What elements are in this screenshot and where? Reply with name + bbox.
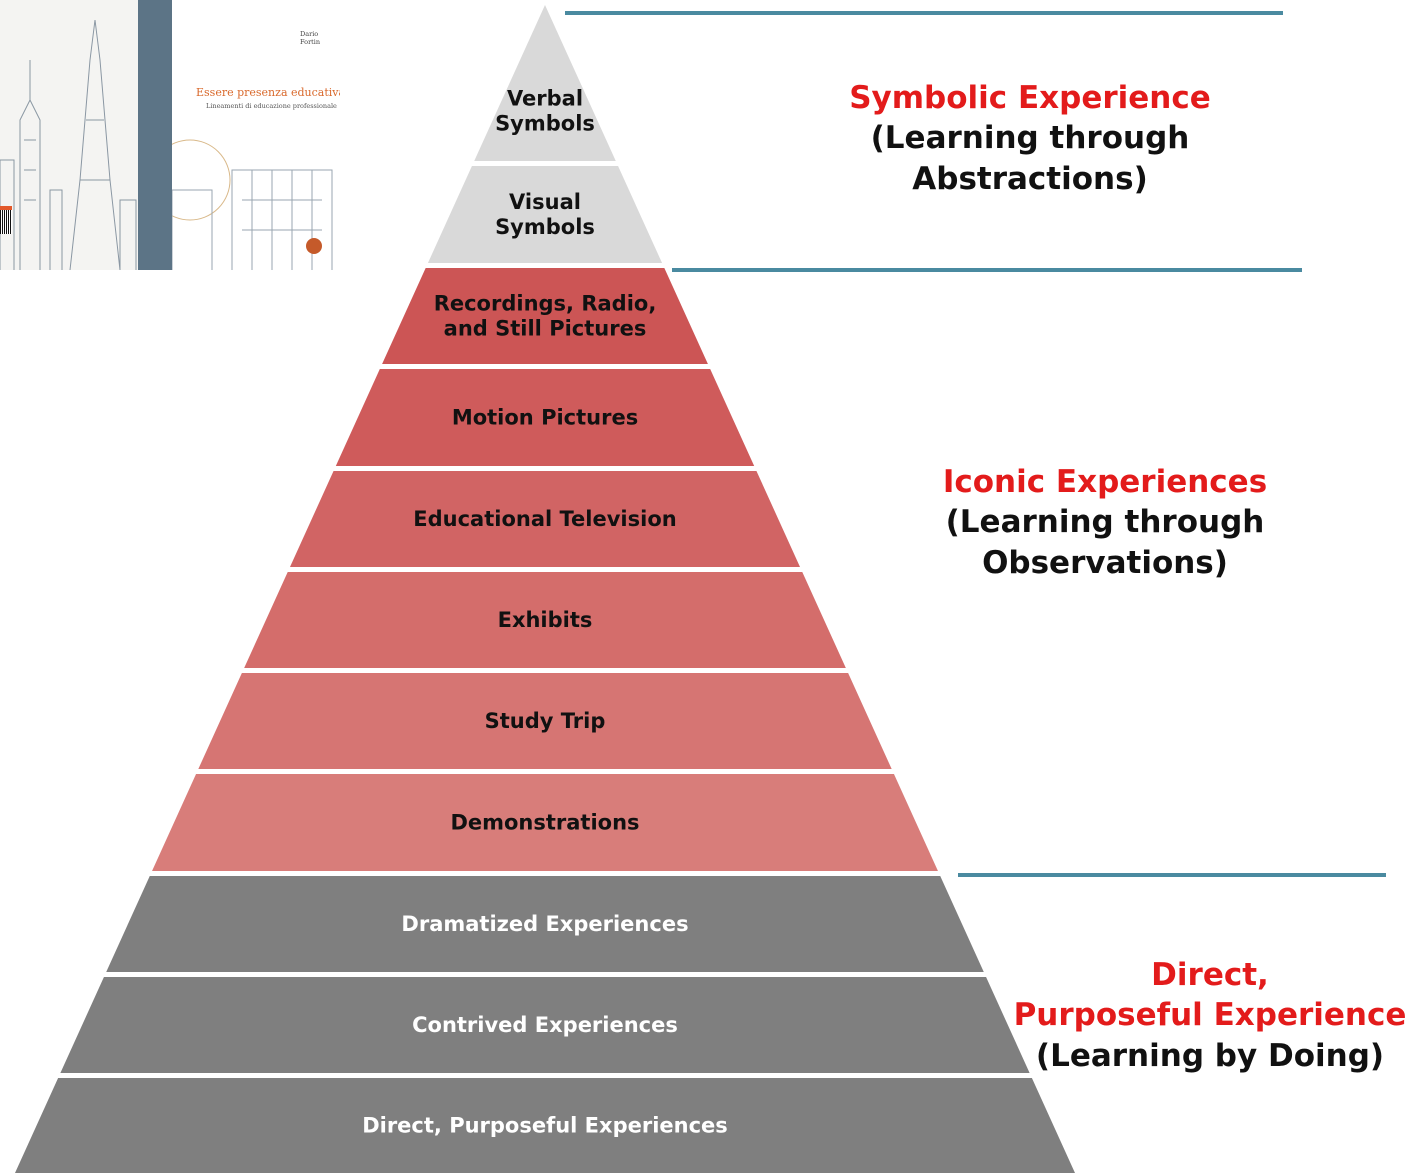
book-title: Essere presenza educativa <box>196 86 340 99</box>
section-symbolic-line-2: Abstractions) <box>912 160 1148 197</box>
book-author: Dario Fortin <box>300 30 321 46</box>
pyramid-layer-2-label-line-1: Visual <box>509 190 581 214</box>
pyramid-layer-10-label-line-1: Contrived Experiences <box>412 1013 678 1037</box>
section-direct-heading-2: Purposeful Experience <box>1013 997 1407 1034</box>
pyramid-layer-3 <box>382 268 708 364</box>
pyramid-layer-5-label-line-1: Educational Television <box>413 507 676 531</box>
section-symbolic-heading: Symbolic Experience <box>849 80 1211 116</box>
pyramid-layer-7-label: Study Trip <box>485 709 606 733</box>
section-direct-heading-1: Direct, <box>1151 957 1269 993</box>
pyramid-layer-7-label-line-1: Study Trip <box>485 709 606 733</box>
pyramid-layer-5 <box>289 471 801 567</box>
pyramid-layer-3-label-line-1: Recordings, Radio, <box>434 292 657 316</box>
pyramid-layer-4 <box>335 369 755 466</box>
book-cover-image: Dario Fortin Essere presenza educativa L… <box>0 0 340 270</box>
barcode <box>0 210 12 234</box>
pyramid-layer-1-label-line-2: Symbols <box>495 112 595 136</box>
pyramid-layer-6 <box>244 572 846 668</box>
pyramid-layer-1 <box>474 5 616 161</box>
pyramid-layer-2 <box>427 166 663 263</box>
pyramid-layer-8-label-line-1: Demonstrations <box>450 811 639 835</box>
pyramid-layer-10-label: Contrived Experiences <box>412 1013 678 1037</box>
monument-drawing <box>172 139 333 270</box>
pyramid-layer-3-label: Recordings, Radio,and Still Pictures <box>434 292 657 341</box>
pyramid-layer-8-label: Demonstrations <box>450 811 639 835</box>
pyramid-layer-10 <box>60 977 1030 1073</box>
pyramid-layer-4-label: Motion Pictures <box>452 406 638 430</box>
pyramid-layer-5-label: Educational Television <box>413 507 676 531</box>
pyramid-layer-11 <box>15 1078 1075 1173</box>
pyramid-layer-4-label-line-1: Motion Pictures <box>452 406 638 430</box>
section-symbolic-label: Symbolic Experience (Learning through Ab… <box>820 78 1240 199</box>
pyramid-layer-6-label-line-1: Exhibits <box>498 608 593 632</box>
book-subtitle: Lineamenti di educazione professionale <box>206 102 337 110</box>
section-iconic-label: Iconic Experiences (Learning through Obs… <box>905 462 1305 583</box>
book-front <box>172 0 340 270</box>
title-band <box>172 70 340 128</box>
section-iconic-line-1: (Learning through <box>945 504 1265 541</box>
section-iconic-heading: Iconic Experiences <box>942 464 1268 500</box>
pyramid-layer-6-label: Exhibits <box>498 608 593 632</box>
pyramid-layer-9-label: Dramatized Experiences <box>401 912 688 936</box>
section-direct-label: Direct, Purposeful Experience (Learning … <box>1010 955 1410 1076</box>
pyramid-layer-11-label-line-1: Direct, Purposeful Experiences <box>362 1114 728 1138</box>
pyramid-layer-3-label-line-2: and Still Pictures <box>444 317 647 341</box>
pyramid-layer-9 <box>106 876 984 972</box>
pyramid-layer-9-label-line-1: Dramatized Experiences <box>401 912 688 936</box>
pyramid-layer-7 <box>198 673 892 769</box>
publisher-logo <box>306 238 322 254</box>
section-symbolic-line-1: (Learning through <box>870 120 1190 157</box>
section-iconic-line-2: Observations) <box>982 544 1228 581</box>
pyramid-layer-1-label-line-1: Verbal <box>507 87 583 111</box>
skyline-drawing <box>0 19 137 270</box>
section-direct-line-1: (Learning by Doing) <box>1035 1037 1385 1074</box>
book-spine <box>138 0 172 270</box>
pyramid-layer-2-label-line-2: Symbols <box>495 215 595 239</box>
pyramid-layer-11-label: Direct, Purposeful Experiences <box>362 1114 728 1138</box>
pyramid-layer-8 <box>152 774 938 871</box>
